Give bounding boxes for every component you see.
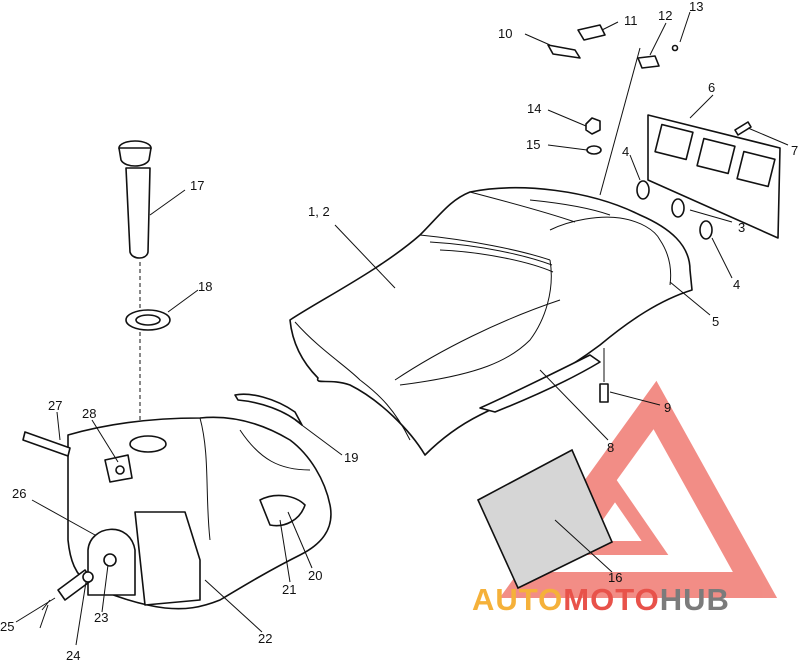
callout-17: 17 xyxy=(190,178,204,193)
watermark-moto: MOTO xyxy=(563,582,659,617)
callout-22: 22 xyxy=(258,631,272,646)
callout-5: 5 xyxy=(712,314,719,329)
callout-4a: 4 xyxy=(622,144,629,159)
callout-16: 16 xyxy=(608,570,622,585)
watermark-hub: HUB xyxy=(660,582,730,617)
fuel-hose xyxy=(39,569,94,629)
callout-6: 6 xyxy=(708,80,715,95)
fuel-tank xyxy=(67,416,332,610)
bulbs xyxy=(636,180,713,240)
seat xyxy=(289,187,693,456)
foam-pad xyxy=(476,448,614,590)
callout-27: 27 xyxy=(48,398,62,413)
callout-9: 9 xyxy=(664,400,671,415)
callout-11: 11 xyxy=(624,13,638,28)
callout-21: 21 xyxy=(282,582,296,597)
callout-24: 24 xyxy=(66,648,80,663)
watermark-wordmark: AUTOMOTOHUB xyxy=(472,582,730,617)
callout-4b: 4 xyxy=(733,277,740,292)
callout-8: 8 xyxy=(607,440,614,455)
callout-14: 14 xyxy=(527,101,541,116)
callout-28: 28 xyxy=(82,406,96,421)
callout-13: 13 xyxy=(689,0,703,14)
vent-tube xyxy=(22,431,71,457)
callout-7: 7 xyxy=(791,143,798,158)
filler-neck xyxy=(118,140,186,440)
callout-25: 25 xyxy=(0,619,14,634)
hardware-top xyxy=(547,24,752,403)
watermark-auto: AUTO xyxy=(472,582,563,617)
taillight-lens xyxy=(647,114,781,239)
callout-19: 19 xyxy=(344,450,358,465)
callout-12: 12 xyxy=(658,8,672,23)
callout-23: 23 xyxy=(94,610,108,625)
callout-20: 20 xyxy=(308,568,322,583)
callout-3: 3 xyxy=(738,220,745,235)
callout-10: 10 xyxy=(498,26,512,41)
callout-15: 15 xyxy=(526,137,540,152)
callout-26: 26 xyxy=(12,486,26,501)
svg-text:AUTOMOTOHUB: AUTOMOTOHUB xyxy=(472,582,730,617)
callout-18: 18 xyxy=(198,279,212,294)
callout-1-2: 1, 2 xyxy=(308,204,330,219)
leader-lines xyxy=(15,11,789,646)
